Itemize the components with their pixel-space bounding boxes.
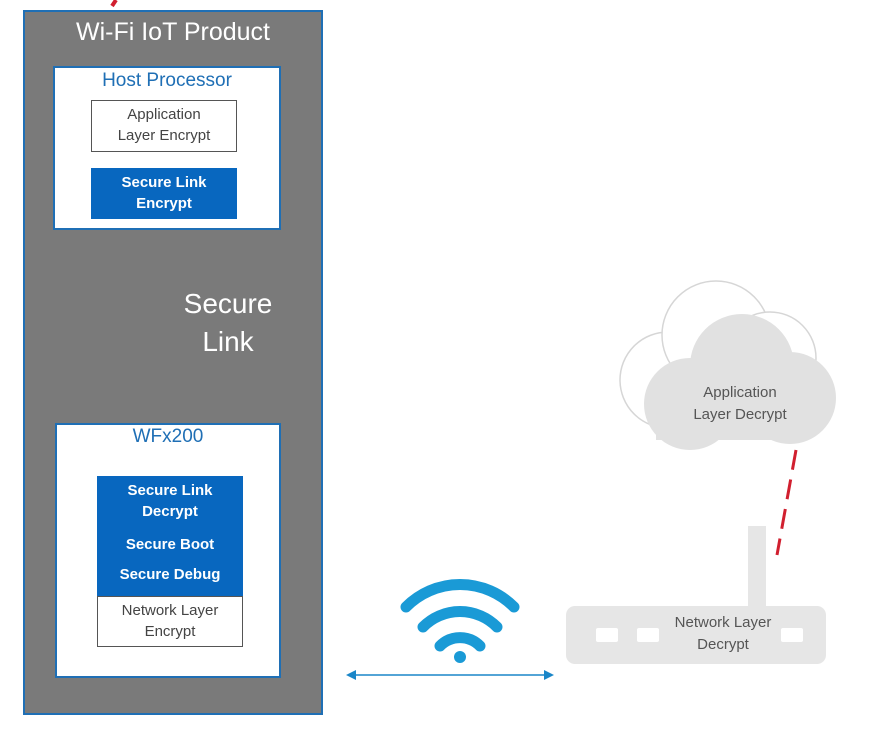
wfx200-title: WFx200	[132, 426, 204, 447]
network-encrypt-line1: Network Layer	[121, 602, 219, 619]
corner-red-mark	[110, 0, 118, 8]
network-layer-encrypt-box: Network Layer Encrypt	[97, 596, 243, 647]
secure-link-label: Secure Link	[170, 285, 286, 361]
host-processor-title: Host Processor	[102, 70, 232, 91]
cloud-label-line1: Application	[703, 384, 777, 401]
cloud-icon	[619, 280, 836, 450]
router-label-line2: Decrypt	[697, 636, 749, 653]
router-icon	[566, 526, 826, 664]
cloud-label-line2: Layer Decrypt	[693, 406, 787, 423]
secure-link-label-line1: Secure	[183, 288, 273, 319]
wfx-security-block	[97, 476, 243, 596]
network-encrypt-line2: Encrypt	[144, 623, 196, 640]
internet-link-dashed	[775, 449, 798, 556]
wifi-dot	[454, 651, 466, 663]
secure-link-label-line2: Link	[202, 326, 254, 357]
secure-debug-label: Secure Debug	[119, 566, 221, 583]
application-layer-encrypt-box: Application Layer Encrypt	[91, 100, 237, 152]
secure-link-encrypt-line2: Encrypt	[136, 195, 192, 212]
app-encrypt-line1: Application	[127, 106, 201, 123]
app-encrypt-line2: Layer Encrypt	[117, 127, 211, 144]
secure-link-encrypt-line1: Secure Link	[121, 174, 207, 191]
wifi-icon	[400, 579, 520, 652]
product-title: Wi-Fi IoT Product	[75, 18, 271, 46]
wireless-link-arrow	[346, 670, 554, 680]
cloud-label: Application Layer Decrypt	[660, 382, 820, 426]
secure-link-encrypt-box: Secure Link Encrypt	[91, 168, 237, 219]
router-label: Network Layer Decrypt	[640, 612, 806, 656]
secure-link-decrypt-line1: Secure Link	[127, 482, 213, 499]
secure-link-decrypt-line2: Decrypt	[142, 503, 198, 520]
secure-boot-label: Secure Boot	[125, 536, 215, 553]
router-label-line1: Network Layer	[674, 614, 772, 631]
